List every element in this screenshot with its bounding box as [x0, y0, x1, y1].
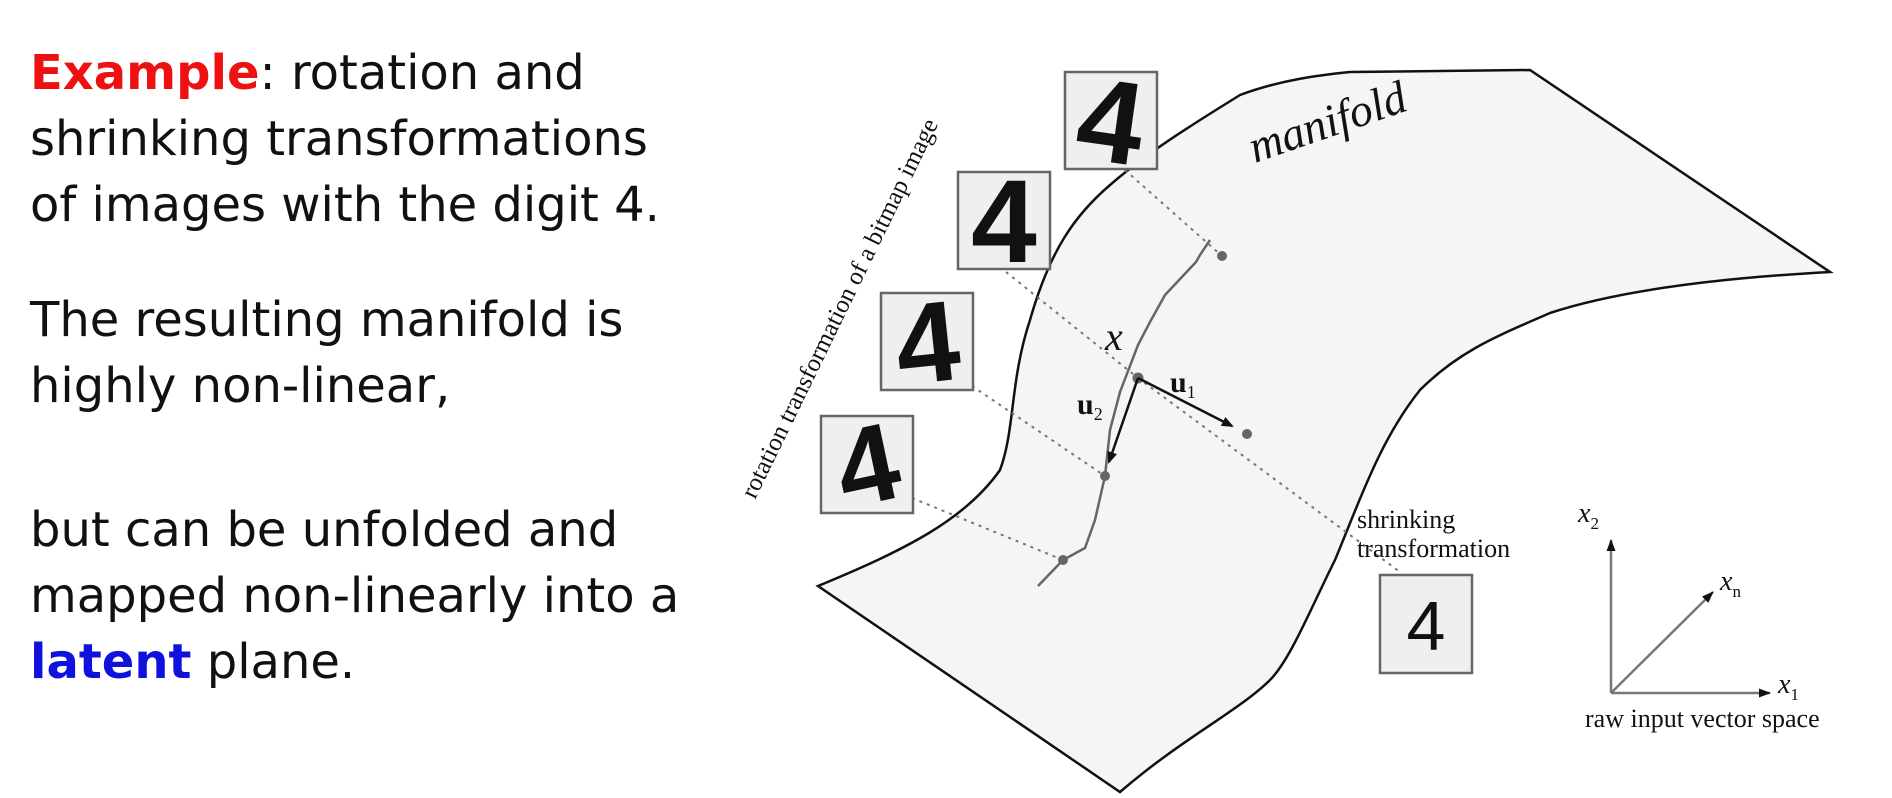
paragraph-latent: but can be unfolded and mapped non-linea… — [30, 497, 690, 695]
shrinking-label: shrinking transformation — [1357, 505, 1510, 563]
axis-xn — [1610, 591, 1714, 694]
projection-line-3 — [971, 385, 1106, 477]
rotation-curve — [1037, 239, 1212, 587]
u1-label: u1 — [1170, 366, 1196, 402]
u2-label: u2 — [1077, 388, 1103, 424]
digit-glyph-shrunk: 4 — [1407, 587, 1446, 665]
curve-point-1 — [1217, 251, 1227, 261]
explanation-text: Example: rotation and shrinking transfor… — [30, 40, 690, 695]
example-highlight: Example — [30, 45, 260, 101]
digit-image-4: 4 — [819, 399, 915, 532]
u2-arrow — [1107, 377, 1140, 464]
axis-x2-label: x2 — [1577, 498, 1599, 533]
digit-image-shrunk: 4 — [1378, 573, 1474, 675]
projection-line-1 — [1124, 169, 1223, 257]
projection-lines — [911, 169, 1401, 573]
curve-point-3 — [1100, 471, 1110, 481]
digit-image-3: 4 — [879, 277, 975, 410]
example-text: : rotation and shrinking transformations… — [30, 45, 660, 233]
input-space-axes: x2 xn x1 raw input vector space — [1577, 498, 1820, 733]
axis-xn-label: xn — [1719, 566, 1741, 601]
digit-image-1: 4 — [1063, 52, 1159, 192]
u1-arrow — [1137, 376, 1234, 428]
digit-glyph-2: 4 — [971, 156, 1037, 288]
digit-glyph-3: 4 — [889, 277, 965, 410]
manifold-surface — [815, 68, 1834, 794]
curve-points — [1058, 251, 1252, 565]
paragraph-example: Example: rotation and shrinking transfor… — [30, 40, 690, 238]
shrink-point — [1242, 429, 1252, 439]
axes-caption: raw input vector space — [1585, 704, 1820, 733]
paragraph-manifold: The resulting manifold is highly non-lin… — [30, 292, 624, 414]
projection-line-4 — [911, 497, 1064, 561]
curve-point-4 — [1058, 555, 1068, 565]
latent-text-end: plane. — [191, 634, 356, 690]
latent-highlight: latent — [30, 634, 192, 690]
axis-x1-label: x1 — [1777, 669, 1799, 704]
digit-image-2: 4 — [956, 156, 1052, 288]
point-x-label: x — [1104, 314, 1123, 359]
latent-text-start: but can be unfolded and mapped non-linea… — [30, 502, 680, 624]
